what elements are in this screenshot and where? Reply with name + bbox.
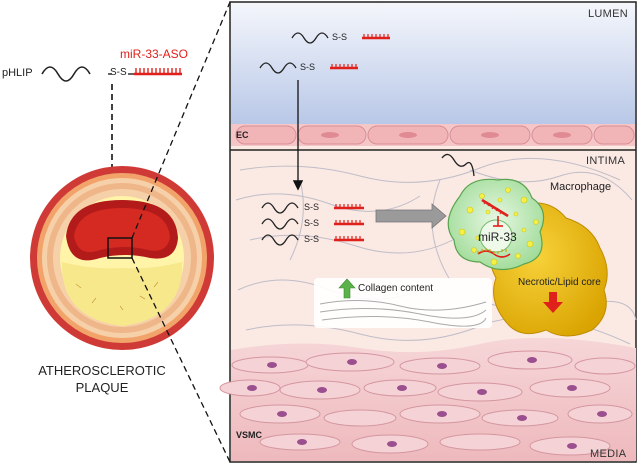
media-label: MEDIA: [590, 448, 627, 460]
plaque-label-line2: PLAQUE: [75, 380, 129, 395]
ec-label: EC: [236, 130, 249, 140]
core-reduction-arrow: [543, 292, 563, 313]
lumen-label: LUMEN: [588, 8, 629, 20]
lumen-construct-1: [291, 32, 390, 44]
aso-label: miR-33-ASO: [120, 47, 189, 61]
vsmc-label: VSMC: [236, 430, 263, 440]
intima-label: INTIMA: [586, 155, 626, 167]
endothelium-layer: [231, 124, 635, 146]
linker-label-intima-2: S-S: [304, 218, 320, 228]
zoom-line-bottom: [131, 257, 231, 463]
phlip-label: pHLIP: [2, 67, 33, 79]
collagen-label: Collagen content: [358, 283, 434, 294]
macrophage-label: Macrophage: [550, 181, 612, 193]
phlip-construct: [41, 66, 182, 82]
zoom-line-top: [131, 1, 231, 239]
linker-label-intima-1: S-S: [304, 202, 320, 212]
lumen-construct-2: [259, 62, 358, 74]
linker-label-lumen-1: S-S: [332, 32, 348, 42]
macrophage-cell: [441, 153, 545, 271]
plaque-cross-section: [30, 166, 214, 350]
uptake-arrow: [375, 203, 447, 229]
core-label: Necrotic/Lipid core: [518, 277, 601, 288]
collagen-up-arrow: [338, 278, 356, 299]
mir33-label: miR-33: [478, 230, 517, 244]
aso-strand: [134, 68, 182, 76]
collagen-panel: [314, 278, 492, 328]
intima-constructs: [261, 202, 364, 246]
linker-label-intima-3: S-S: [304, 234, 320, 244]
linker-label: S-S: [110, 67, 127, 78]
linker-label-lumen-2: S-S: [300, 62, 316, 72]
plaque-label-line1: ATHEROSCLEROTIC: [38, 363, 166, 378]
